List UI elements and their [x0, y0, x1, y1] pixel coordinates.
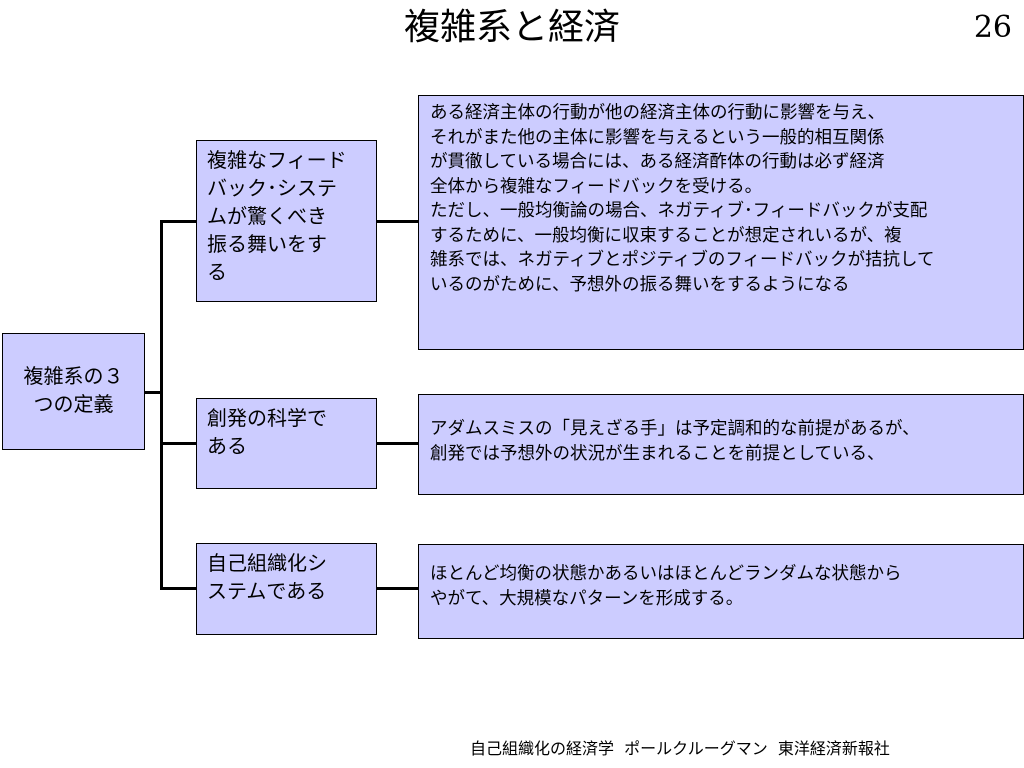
connector-branch-3-to-description	[377, 587, 418, 590]
connector-trunk	[160, 220, 163, 590]
branch-node-self-organization: 自己組織化シ ステムである	[196, 543, 377, 635]
slide-title: 複雑系と経済	[403, 7, 620, 48]
connector-trunk-to-branch-3	[160, 587, 196, 590]
description-feedback: ある経済主体の行動が他の経済主体の行動に影響を与え、 それがまた他の主体に影響を…	[418, 95, 1024, 350]
description-self-organization: ほとんど均衡の状態かあるいはほとんどランダムな状態から やがて、大規模なパターン…	[418, 544, 1024, 639]
connector-branch-1-to-description	[377, 220, 418, 223]
footer-citation: 自己組織化の経済学 ポールクルーグマン 東洋経済新報社	[470, 739, 890, 758]
connector-trunk-to-branch-1	[160, 220, 196, 223]
connector-trunk-to-branch-2	[160, 442, 196, 445]
branch-node-feedback: 複雑なフィード バック･システ ムが驚くべき 振る舞いをす る	[196, 140, 377, 302]
description-emergence: アダムスミスの「見えざる手」は予定調和的な前提があるが、 創発では予想外の状況が…	[418, 394, 1024, 495]
page-number: 26	[973, 10, 1012, 45]
connector-branch-2-to-description	[377, 442, 418, 445]
connector-root-to-trunk	[145, 391, 163, 394]
branch-node-emergence: 創発の科学で ある	[196, 398, 377, 489]
root-node: 複雑系の３ つの定義	[2, 333, 145, 450]
